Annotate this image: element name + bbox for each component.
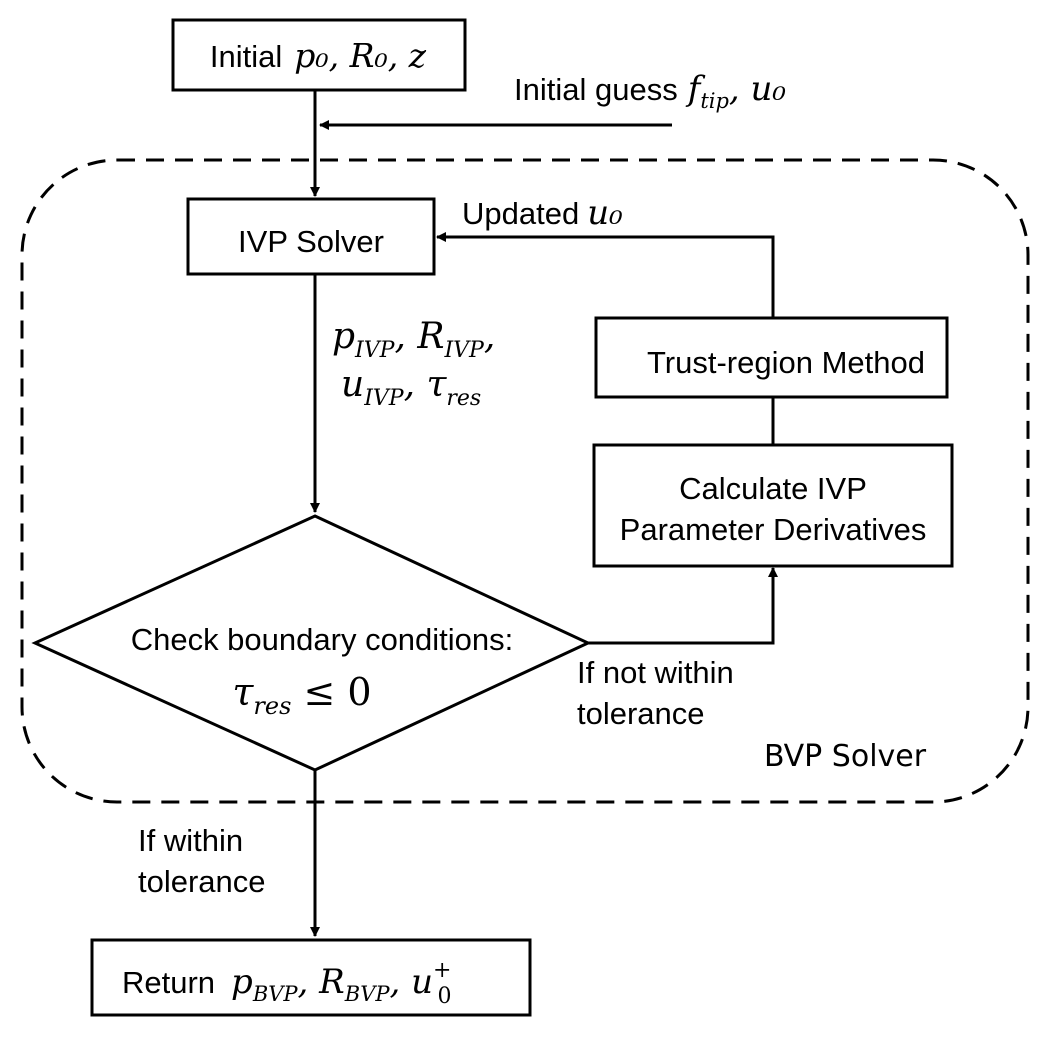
ivp-solver-box — [186, 197, 436, 276]
trust-region-box — [594, 316, 949, 399]
ivp-solver-label: IVP Solver — [238, 224, 384, 259]
line1-var-0: p — [332, 316, 355, 357]
check-boundary-label: Check boundary conditions: — [131, 622, 514, 657]
calculate-line2: Parameter Derivatives — [620, 512, 927, 547]
calculate-derivatives-box — [592, 443, 954, 568]
line1-var-1: R — [416, 316, 444, 357]
calculate-derivatives-node: Calculate IVP Parameter Derivatives — [592, 443, 954, 568]
line1-sep-0: , — [394, 316, 417, 357]
bvp-solver-region — [20, 158, 1030, 804]
bvp-solver-label: BVP Solver — [764, 739, 927, 774]
line2-var-0: u — [341, 364, 364, 405]
line1-sep-1: , — [484, 316, 495, 357]
ivp-outputs-line2: uIVP, τres​ — [341, 364, 481, 411]
within-line2: tolerance — [138, 864, 266, 899]
check-boundary-node: Check boundary conditions: τres ≤ 0 — [31, 514, 592, 772]
ivp-outputs: pIVP, RIVP, uIVP, τres​ — [332, 316, 495, 411]
return-box — [90, 938, 532, 1017]
line2-sub-0: IVP — [363, 386, 405, 411]
not-within-line2: tolerance — [577, 696, 705, 731]
ivp-outputs-line1: pIVP, RIVP, — [332, 316, 495, 363]
arrow-trust-to-ivp — [436, 232, 775, 317]
not-within-line1: If not within — [577, 655, 734, 690]
line1-sub-0: IVP — [354, 338, 396, 363]
line1-sub-1: IVP — [443, 338, 485, 363]
line2-var-1: τ — [426, 364, 447, 405]
arrow-check-to-calculate — [588, 567, 778, 645]
line2-sub-1: res — [446, 386, 481, 411]
calculate-line1: Calculate IVP — [679, 471, 867, 506]
within-line1: If within — [138, 823, 243, 858]
check-boundary-diamond — [31, 514, 592, 772]
line2-sep-0: , — [404, 364, 427, 405]
trust-region-label: Trust-region Method — [647, 345, 925, 380]
check-boundary-condition: τres ≤ 0 — [232, 670, 371, 720]
trust-region-node: Trust-region Method — [594, 316, 949, 399]
ivp-solver-node: IVP Solver — [186, 197, 436, 276]
connectors — [310, 90, 778, 937]
initial-box — [171, 18, 467, 92]
